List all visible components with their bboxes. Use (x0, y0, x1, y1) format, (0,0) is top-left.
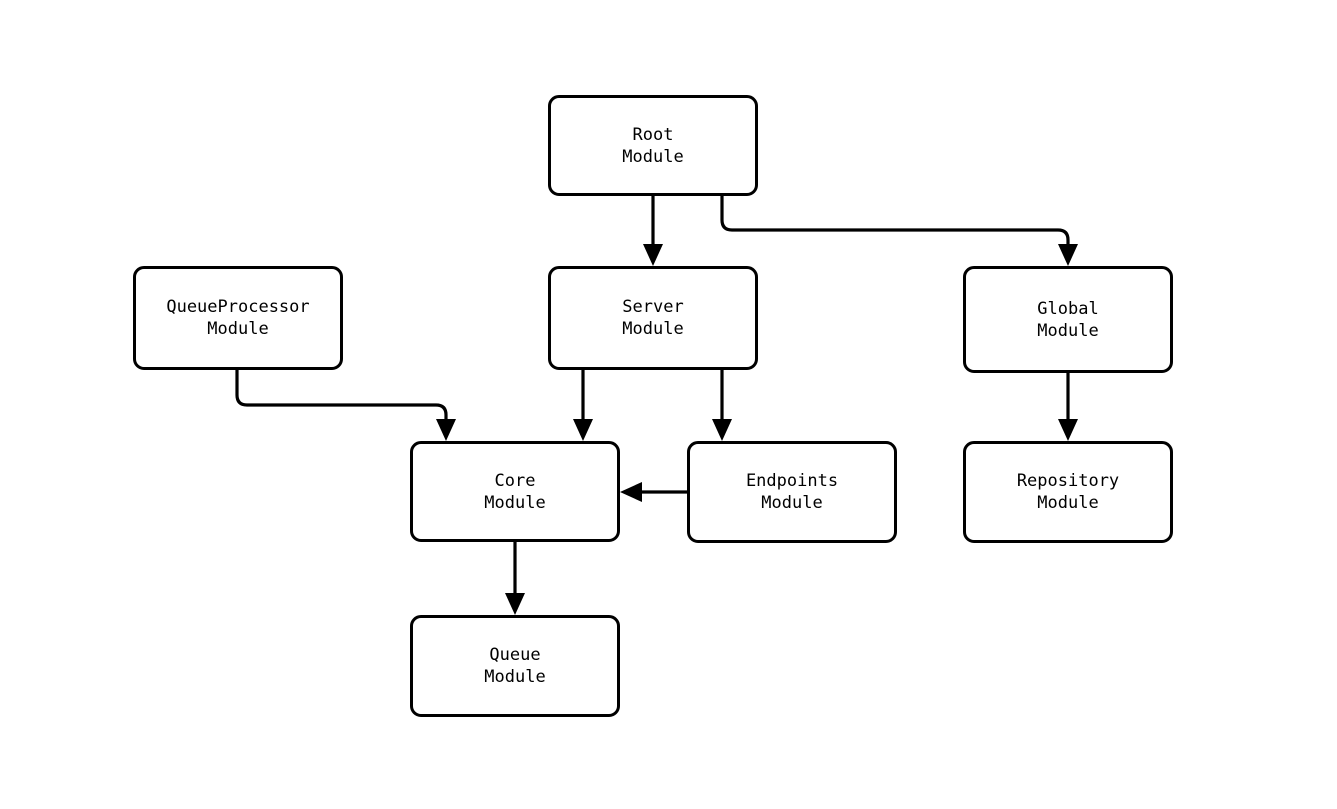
node-core-module[interactable]: Core Module (410, 441, 620, 542)
edge-root-to-global (720, 196, 1078, 266)
node-global-module-label: Global Module (1037, 298, 1099, 341)
node-queue-module[interactable]: Queue Module (410, 615, 620, 717)
edge-endpoints-to-core (620, 482, 687, 502)
node-server-module-label: Server Module (622, 297, 684, 339)
node-queueprocessor-module-label: QueueProcessor Module (166, 297, 310, 339)
edge-global-to-repository (1058, 373, 1078, 441)
node-global-module[interactable]: Global Module (963, 266, 1173, 373)
edge-core-to-queue (505, 542, 525, 615)
node-repository-module-label: Repository Module (1016, 471, 1120, 513)
node-root-module[interactable]: Root Module (548, 95, 758, 196)
edge-server-to-endpoints (712, 370, 732, 441)
node-endpoints-module-label: Endpoints Module (745, 471, 839, 513)
edge-server-to-core (573, 370, 593, 441)
node-core-module-label: Core Module (484, 470, 546, 513)
node-root-module-label: Root Module (622, 124, 684, 167)
node-queueprocessor-module[interactable]: QueueProcessor Module (133, 266, 343, 370)
edge-queueprocessor-to-core (235, 370, 456, 441)
node-repository-module[interactable]: Repository Module (963, 441, 1173, 543)
node-queue-module-label: Queue Module (484, 645, 546, 687)
node-endpoints-module[interactable]: Endpoints Module (687, 441, 897, 543)
edge-root-to-server (643, 196, 663, 266)
node-server-module[interactable]: Server Module (548, 266, 758, 370)
